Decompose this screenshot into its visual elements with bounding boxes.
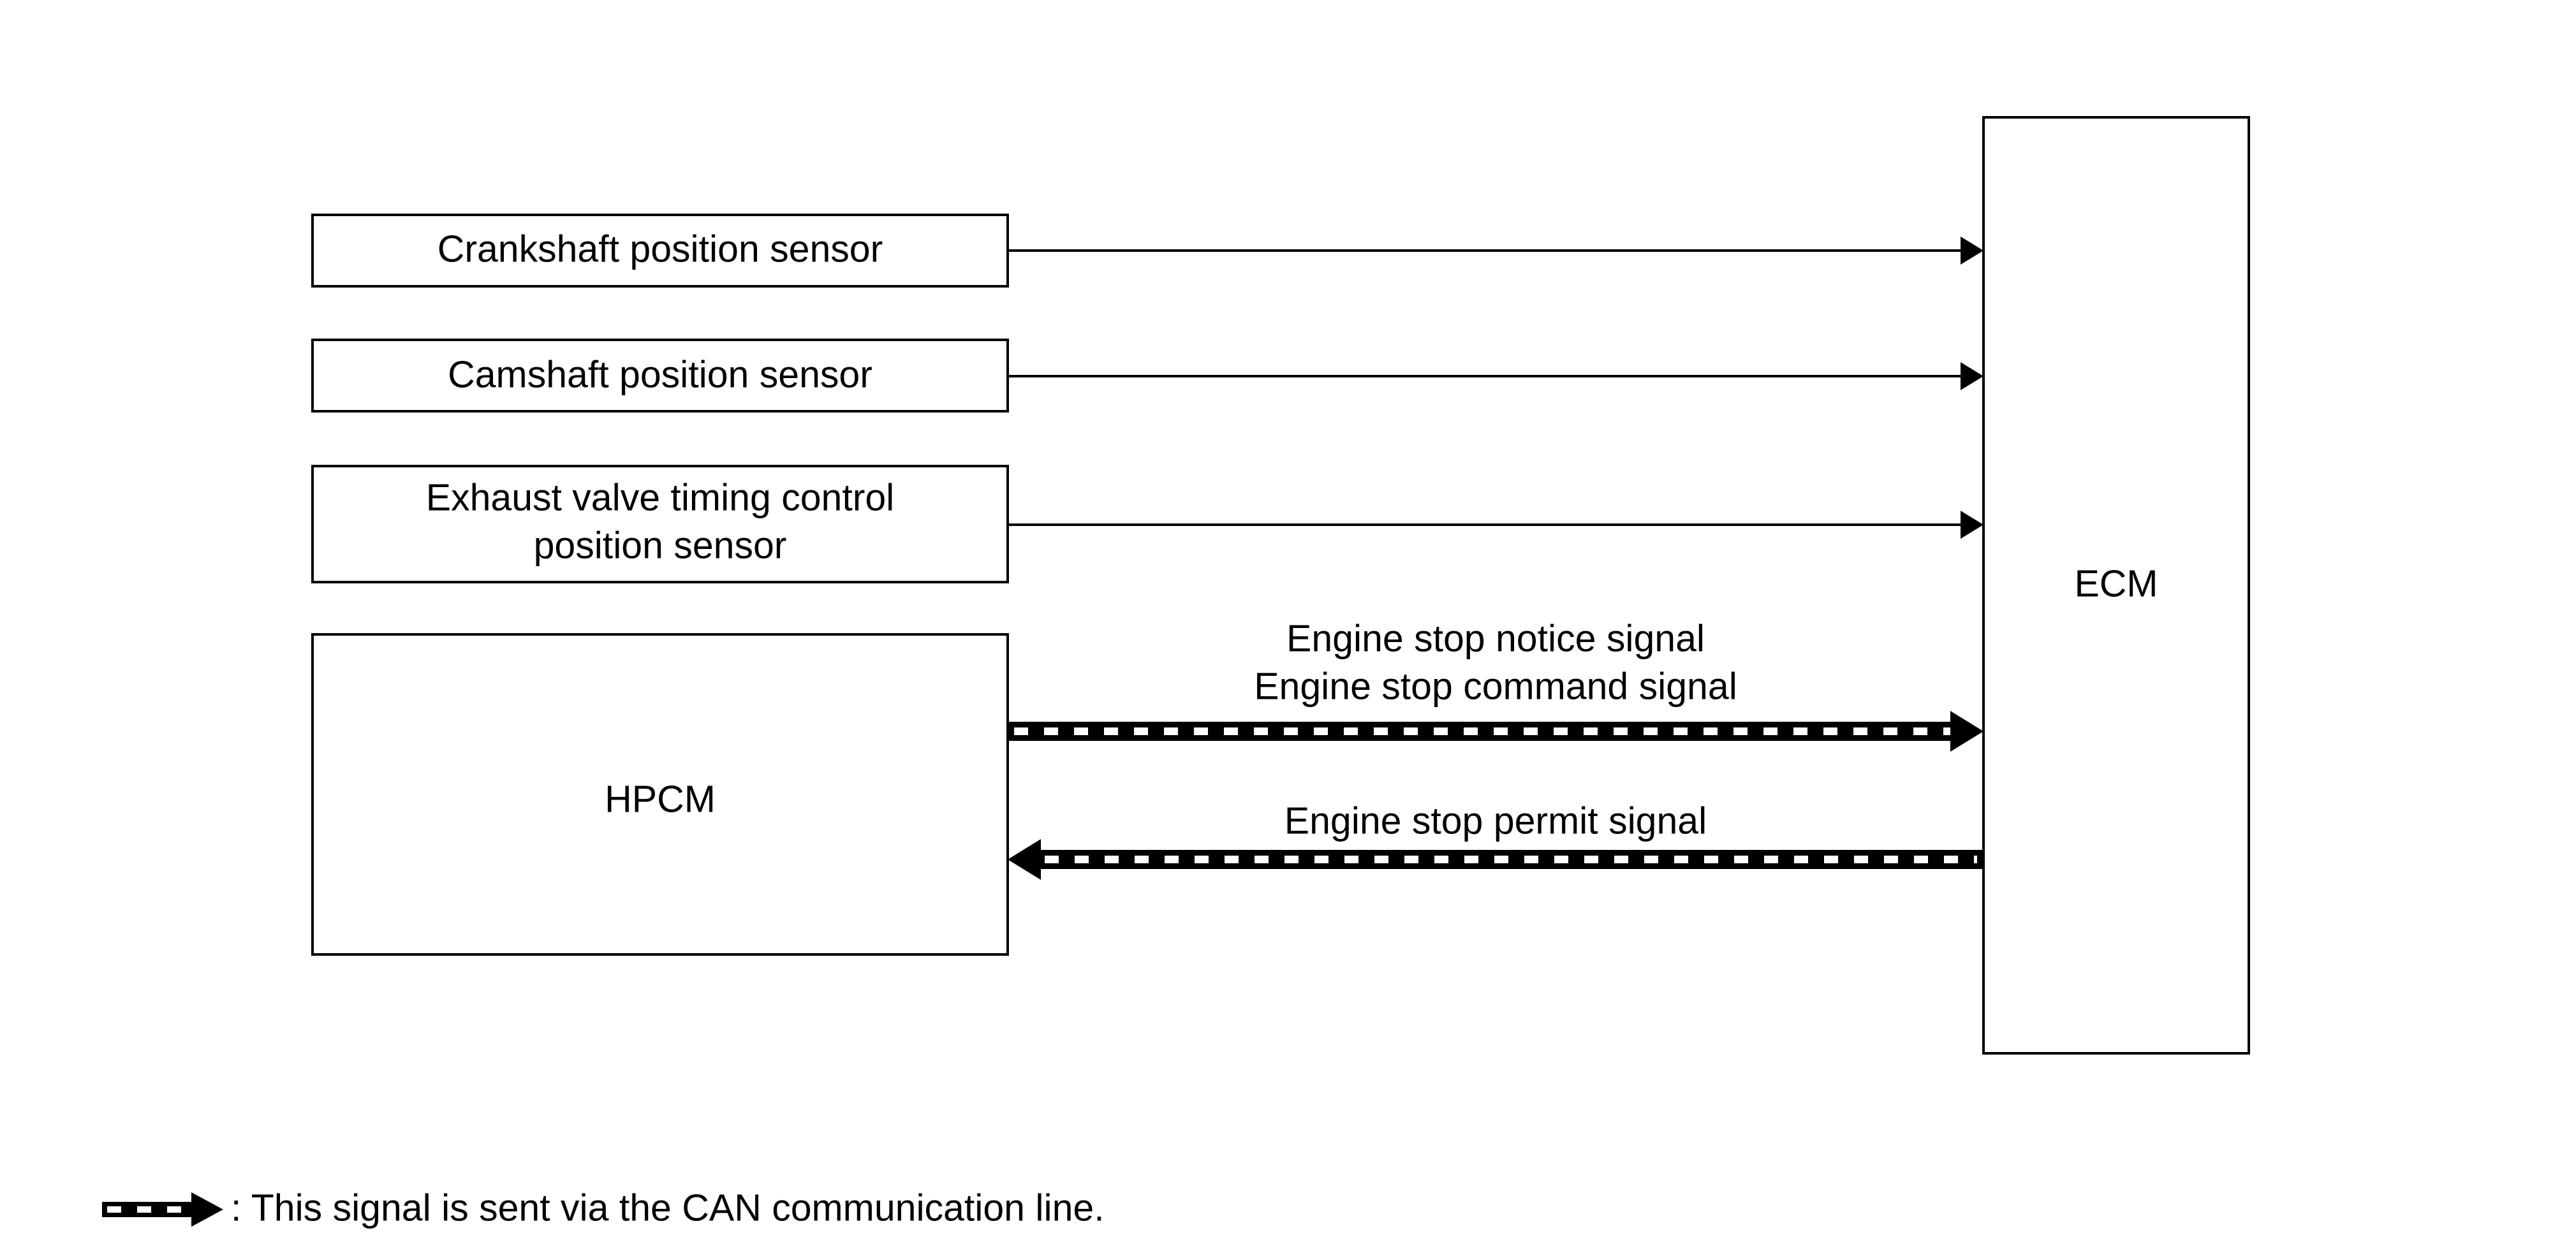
- camshaft-sensor-block: Camshaft position sensor: [311, 339, 1009, 413]
- hpcm-label: HPCM: [605, 778, 716, 821]
- can-legend: : This signal is sent via the CAN commun…: [102, 1187, 1105, 1229]
- engine-stop-permit-signal-label: Engine stop permit signal: [1284, 800, 1707, 842]
- exhaust-valve-sensor-label-line2: position sensor: [534, 525, 787, 567]
- hpcm-block: HPCM: [311, 633, 1009, 956]
- engine-stop-command-signal-label: Engine stop command signal: [1254, 666, 1737, 708]
- crankshaft-sensor-block: Crankshaft position sensor: [311, 214, 1009, 288]
- exhaust-valve-sensor-block: Exhaust valve timing control position se…: [311, 465, 1009, 583]
- can-legend-text: : This signal is sent via the CAN commun…: [231, 1187, 1105, 1229]
- exhaust-valve-sensor-label-line1: Exhaust valve timing control: [426, 477, 895, 519]
- crankshaft-sensor-label: Crankshaft position sensor: [438, 228, 883, 270]
- can-line-legend-icon: [102, 1192, 223, 1227]
- ecm-block: ECM: [1982, 116, 2250, 1055]
- crankshaft-to-ecm-arrow: [1008, 237, 1984, 265]
- camshaft-sensor-label: Camshaft position sensor: [448, 354, 872, 396]
- ecm-label: ECM: [2074, 563, 2158, 605]
- exhaust-to-ecm-arrow: [1008, 511, 1984, 539]
- ecm-to-hpcm-can-arrow: [1008, 839, 1982, 880]
- camshaft-to-ecm-arrow: [1008, 362, 1984, 390]
- hpcm-to-ecm-can-arrow: [1009, 711, 1984, 752]
- engine-stop-notice-signal-label: Engine stop notice signal: [1286, 618, 1705, 660]
